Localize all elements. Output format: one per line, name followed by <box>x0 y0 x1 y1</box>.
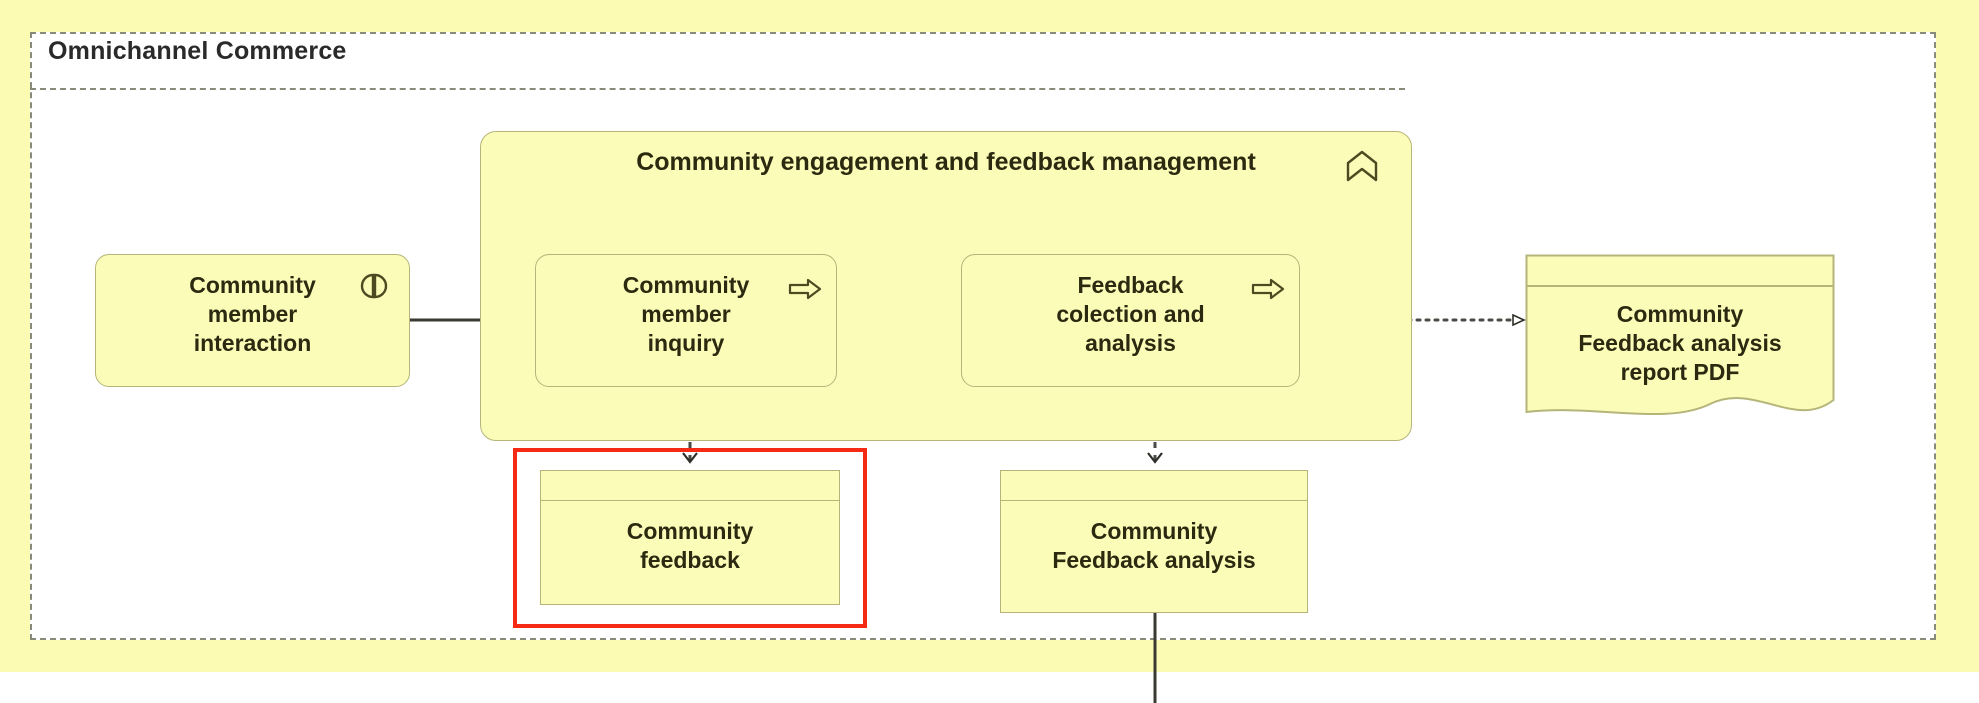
element-label: Feedback colection and analysis <box>1056 272 1205 356</box>
business-process-chevron-icon <box>1345 150 1379 187</box>
element-community-member-inquiry[interactable]: Community member inquiry <box>535 254 837 387</box>
container-title: Community engagement and feedback manage… <box>636 148 1256 176</box>
object-header-divider <box>1001 500 1307 501</box>
element-label: Community Feedback analysis report PDF <box>1578 301 1782 385</box>
business-process-arrow-icon <box>788 277 822 306</box>
business-process-arrow-icon <box>1251 277 1285 306</box>
element-community-feedback[interactable]: Community feedback <box>540 470 840 605</box>
business-interaction-icon <box>355 273 395 304</box>
element-community-member-interaction[interactable]: Community member interaction <box>95 254 410 387</box>
object-header-divider <box>541 500 839 501</box>
element-label: Community feedback <box>626 518 754 573</box>
element-feedback-colection-and-analysis[interactable]: Feedback colection and analysis <box>961 254 1300 387</box>
grouping-label-divider <box>30 88 1405 90</box>
element-label: Community member interaction <box>189 272 316 356</box>
element-community-feedback-analysis-report-pdf[interactable]: Community Feedback analysis report PDF <box>1525 254 1835 426</box>
element-label: Community Feedback analysis <box>1052 518 1256 573</box>
selection-highlight[interactable] <box>513 448 867 628</box>
element-label: Community member inquiry <box>622 272 750 356</box>
element-community-feedback-analysis[interactable]: Community Feedback analysis <box>1000 470 1308 613</box>
grouping-label: Omnichannel Commerce <box>48 37 347 65</box>
